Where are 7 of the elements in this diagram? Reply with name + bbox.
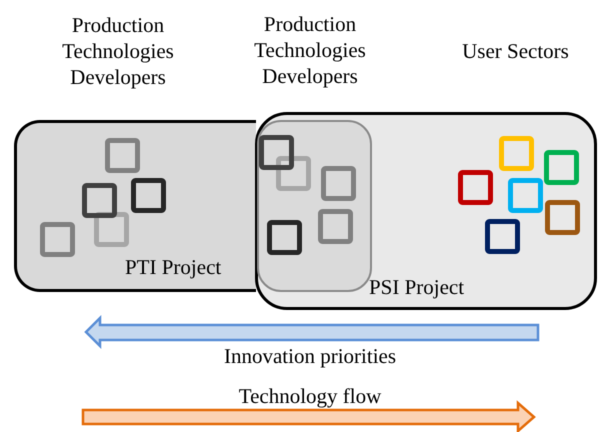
flow-label: Innovation priorities [222,343,398,369]
group-heading: Production Technologies Developers [61,12,175,90]
group-heading: User Sectors [461,38,570,64]
flow-label: Technology flow [238,383,382,409]
project-label: PTI Project [125,254,222,280]
project-label: PSI Project [369,274,466,300]
group-heading: Production Technologies Developers [253,11,367,89]
